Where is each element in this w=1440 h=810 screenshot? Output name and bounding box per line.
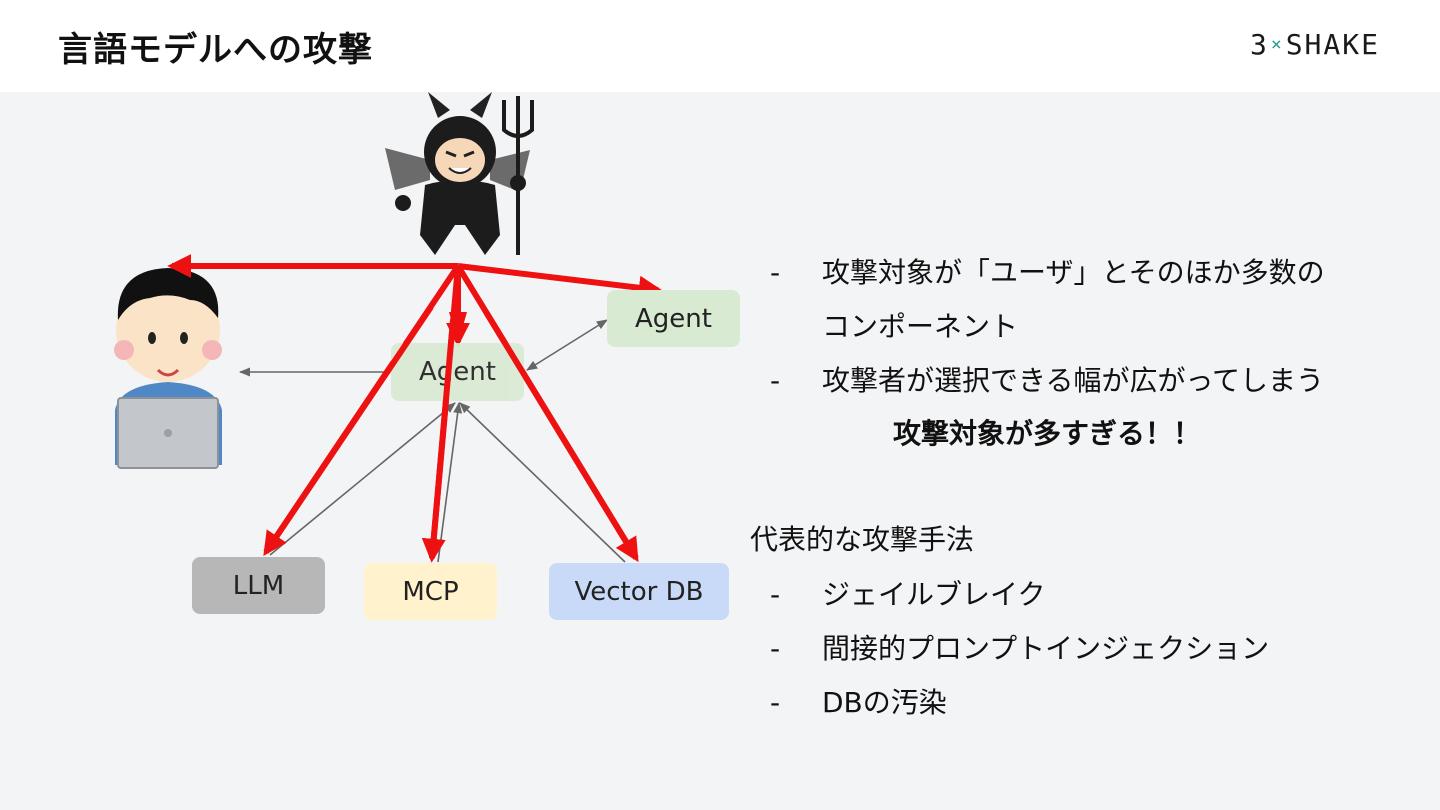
methods-heading: 代表的な攻撃手法 <box>750 523 975 556</box>
list-item: - DBの汚染 <box>770 676 1269 730</box>
method-text: DBの汚染 <box>822 686 947 719</box>
attack-arrow-agent-top <box>457 263 663 300</box>
slide-title: 言語モデルへの攻撃 <box>58 30 373 70</box>
agent-node-top: Agent <box>607 290 740 347</box>
bullet-text: コンポーネント <box>822 310 1019 343</box>
company-logo: 3 × SHAKE <box>1250 28 1380 61</box>
logo-mark: × <box>1270 34 1284 55</box>
bullet-text: 攻撃者が選択できる幅が広がってしまう <box>822 364 1325 397</box>
list-item: - ジェイルブレイク <box>770 568 1269 622</box>
link-agent-llm <box>269 402 456 556</box>
key-points-list: - 攻撃対象が「ユーザ」とそのほか多数の コンポーネント - 攻撃者が選択できる… <box>770 246 1325 408</box>
bullet-dash <box>770 300 822 354</box>
link-agent-vectordb <box>459 402 626 563</box>
list-item: - 攻撃対象が「ユーザ」とそのほか多数の <box>770 246 1325 300</box>
attack-methods-list: - ジェイルブレイク - 間接的プロンプトインジェクション - DBの汚染 <box>770 568 1269 730</box>
vector-db-node: Vector DB <box>549 563 729 620</box>
attack-arrows <box>167 254 663 563</box>
list-item: コンポーネント <box>770 300 1325 354</box>
method-text: ジェイルブレイク <box>822 578 1046 611</box>
logo-number: 3 <box>1250 28 1269 61</box>
slide-header: 言語モデルへの攻撃 3 × SHAKE <box>0 0 1440 92</box>
bullet-dash: - <box>770 256 781 289</box>
bullet-dash: - <box>770 686 781 719</box>
agent-node-center: Agent <box>391 343 524 401</box>
mcp-node: MCP <box>364 563 497 620</box>
devil-icon <box>385 92 534 255</box>
user-with-laptop-icon <box>114 268 222 469</box>
slide-body <box>0 92 1440 810</box>
llm-node: LLM <box>192 557 325 614</box>
emphasis-text: 攻撃対象が多すぎる！！ <box>893 417 1202 450</box>
link-agent-agent <box>526 319 608 371</box>
bullet-dash: - <box>770 632 781 665</box>
bullet-dash: - <box>770 364 781 397</box>
bullet-text: 攻撃対象が「ユーザ」とそのほか多数の <box>822 256 1325 289</box>
method-text: 間接的プロンプトインジェクション <box>822 632 1270 665</box>
list-item: - 攻撃者が選択できる幅が広がってしまう <box>770 354 1325 408</box>
logo-text: SHAKE <box>1285 28 1380 61</box>
list-item: - 間接的プロンプトインジェクション <box>770 622 1269 676</box>
attack-arrow-llm <box>263 264 461 556</box>
bullet-dash: - <box>770 578 781 611</box>
